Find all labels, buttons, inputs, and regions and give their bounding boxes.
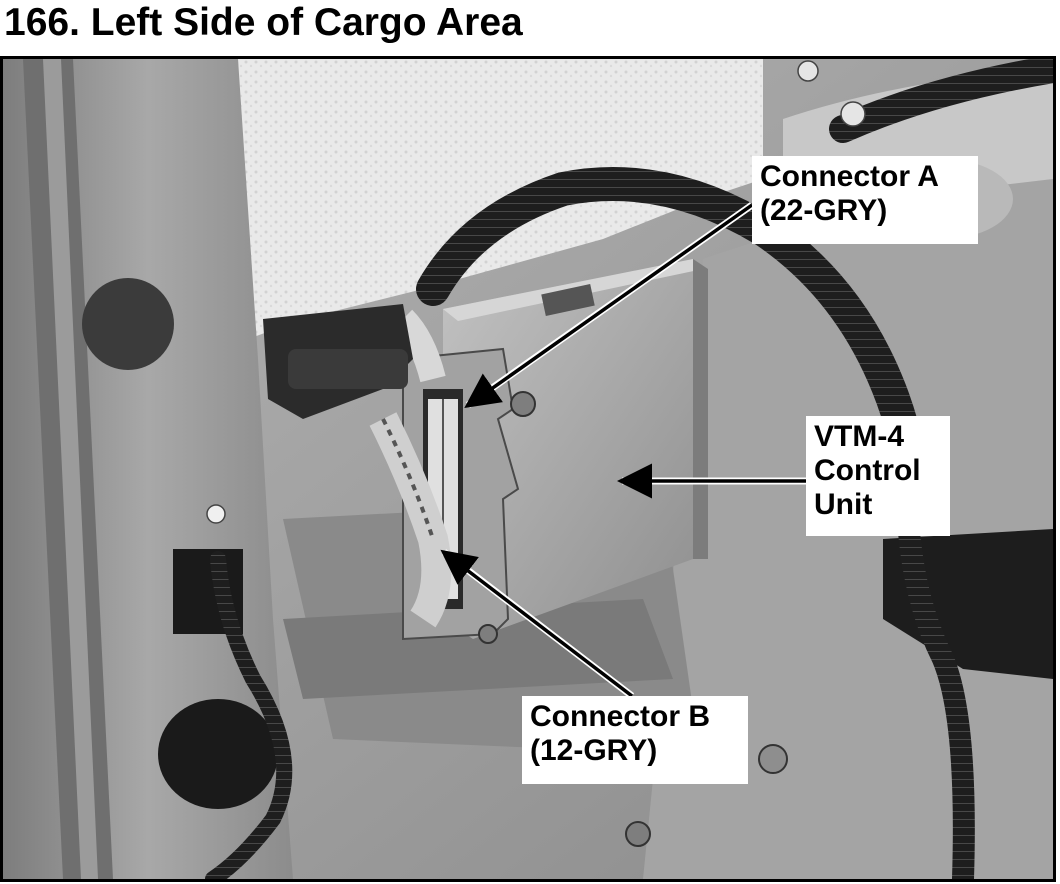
connector-b-label: Connector B (12-GRY) [522,696,748,784]
page-title: 166. Left Side of Cargo Area [4,1,523,44]
control-unit-label: VTM-4 Control Unit [806,416,950,536]
connector-a-label: Connector A (22-GRY) [752,156,978,244]
connector-b-name: Connector B [530,700,710,733]
control-unit-line-1: VTM-4 [814,420,904,453]
control-unit-line-3: Unit [814,488,873,521]
connector-a-name: Connector A [760,160,939,193]
cargo-area-illustration [3,59,1053,879]
connector-b-spec: (12-GRY) [530,734,658,767]
connector-a-spec: (22-GRY) [760,194,888,227]
control-unit-line-2: Control [814,454,921,487]
